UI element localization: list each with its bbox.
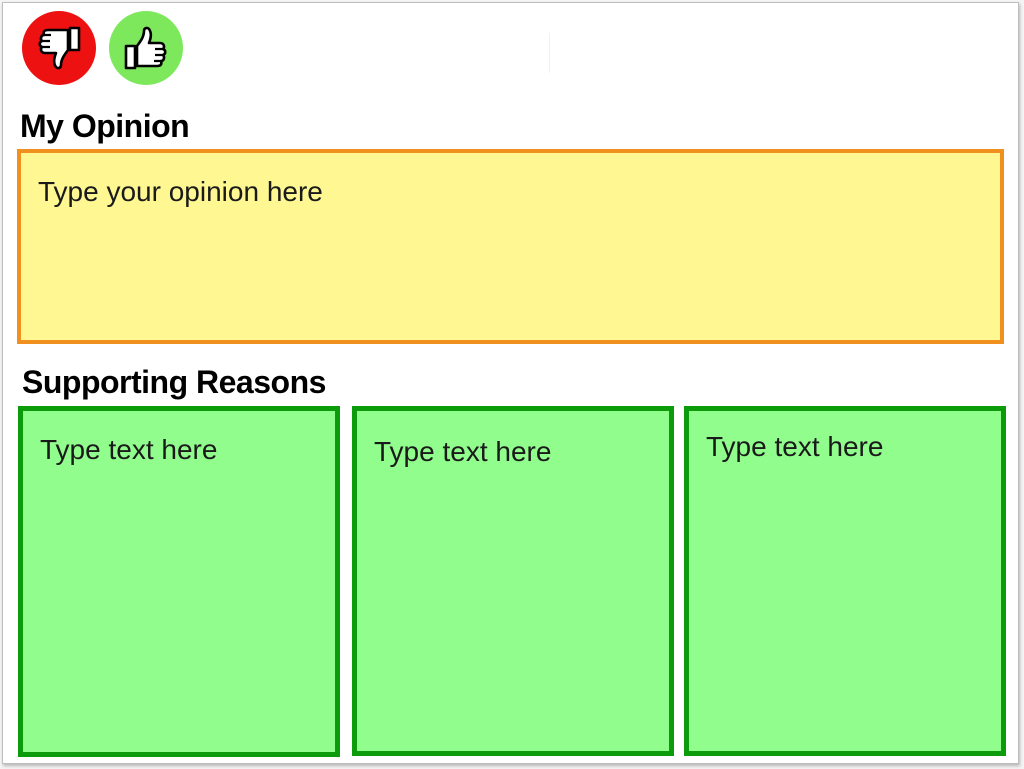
reason-text-box-1[interactable]: Type text here <box>18 406 340 757</box>
opinion-heading: My Opinion <box>20 108 190 144</box>
like-button[interactable] <box>109 11 183 85</box>
thumbs-down-icon <box>31 20 87 76</box>
thumbs-up-icon <box>118 20 174 76</box>
reason-text-box-3[interactable]: Type text here <box>684 406 1006 756</box>
reasons-heading: Supporting Reasons <box>22 364 326 400</box>
reason-text-box-2[interactable]: Type text here <box>352 406 674 756</box>
faint-divider <box>549 33 550 73</box>
opinion-text-box[interactable]: Type your opinion here <box>17 149 1004 344</box>
dislike-button[interactable] <box>22 11 96 85</box>
